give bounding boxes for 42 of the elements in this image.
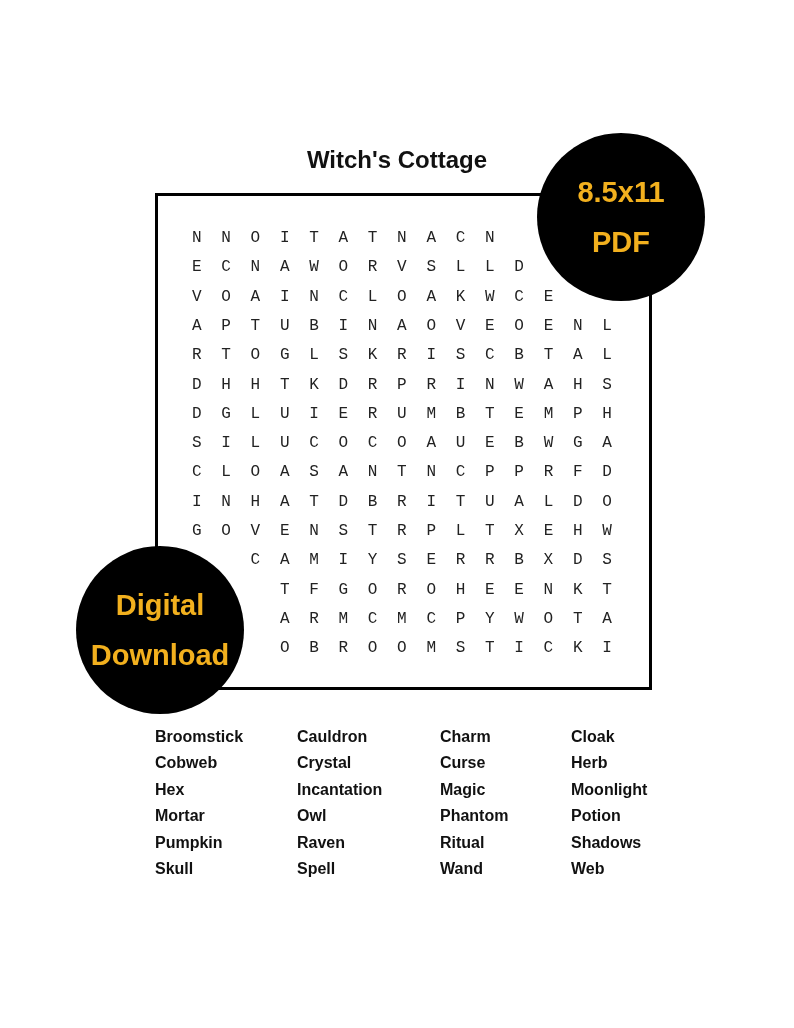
word-list-item: Moonlight [571,780,648,799]
letter-row: S I L U C O C O A U E B W G A [192,434,617,453]
word-list-item: Pumpkin [155,833,223,852]
word-list-item: Cloak [571,728,615,746]
word-list-item: Mortar [155,807,205,826]
letter-row: C A M I Y S E R R B X D S [250,551,617,570]
letter-row: A R M C M C P Y W O T A [279,609,617,628]
letter-row: D G L U I E R U M B T E M P H [192,404,617,423]
letter-row: G O V E N S T R P L T X E H W [192,522,617,540]
word-list-item: Ritual [440,833,485,852]
letter-row: I N H A T D B R I T U A L D O [192,492,617,511]
letter-row: R T O G L S K R I S C B T A L [192,346,617,365]
word-list-item: Raven [297,833,346,852]
puzzle-title: Witch's Cottage [305,146,489,174]
letter-row: T F G O R O H E E N K T [279,580,617,599]
word-list-item: Curse [440,754,486,773]
badge-text: Digital Download [89,588,231,673]
word-list-item: Charm [440,728,491,746]
letter-row: N N O I T A T N A C N [192,229,500,247]
letter-row: O B R O O M S T I C K I [279,639,617,658]
word-list-item: Incantation [297,780,383,799]
word-list-item: Potion [571,807,621,826]
word-list-item: Hex [155,780,185,799]
letter-row: C L O A S A N T N C P P R F D [192,463,617,482]
word-list-item: Wand [440,860,483,878]
letter-row: V O A I N C L O A K W C E [192,287,559,306]
word-list-item: Broomstick [155,728,244,746]
letter-row: D H H T K D R P R I N W A H S [192,375,617,394]
badge-text: 8.5x11 PDF [576,175,666,260]
word-list-item: Crystal [297,754,352,773]
word-list-item: Web [571,860,605,878]
letter-row: A P T U B I N A O V E O E N L [192,316,617,335]
word-list-item: Cauldron [297,728,368,746]
word-list-item: Cobweb [155,754,218,773]
letter-row: E C N A W O R V S L L D [192,258,529,277]
word-list-item: Skull [155,860,194,878]
word-list-item: Owl [297,807,327,826]
word-list-item: Herb [571,754,608,773]
word-list-item: Magic [440,780,486,799]
word-list-item: Shadows [571,833,642,852]
word-list-item: Phantom [440,807,509,826]
word-list-item: Spell [297,860,336,878]
